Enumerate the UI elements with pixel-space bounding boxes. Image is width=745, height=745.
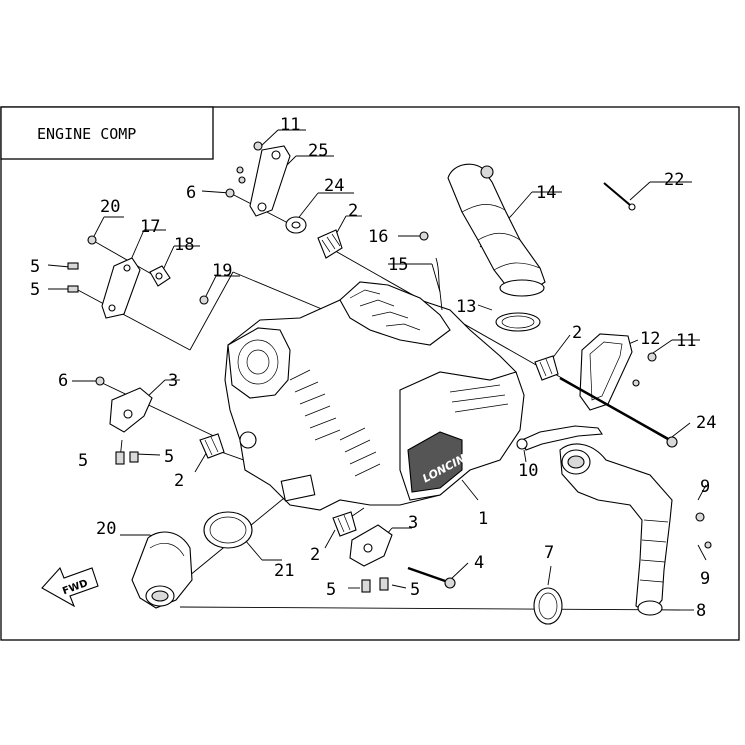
callout-labels: 11 25 6 24 2 16 14 22 20 17 18 5 5 19 15… [30, 115, 716, 621]
washer-24 [285, 216, 307, 234]
callout-3: 3 [168, 371, 178, 391]
callout-5: 5 [164, 447, 174, 467]
cover-12 [579, 333, 633, 411]
callout-11: 11 [280, 115, 300, 135]
callout-3: 3 [408, 513, 418, 533]
bracket-25 [249, 145, 291, 217]
diagram-frame [0, 106, 740, 641]
callout-24: 24 [696, 413, 716, 433]
nut-20a [87, 235, 97, 245]
duct-8 [559, 443, 673, 616]
callout-20: 20 [100, 197, 120, 217]
callout-22: 22 [664, 170, 684, 190]
callout-2: 2 [174, 471, 184, 491]
nut-19 [199, 295, 209, 305]
callout-10: 10 [518, 461, 538, 481]
callout-5: 5 [326, 580, 336, 600]
bracket-17 [101, 257, 141, 319]
bracket-3b [349, 524, 393, 567]
bolt-4 [407, 566, 456, 589]
title-box [0, 106, 214, 160]
callout-20: 20 [96, 519, 116, 539]
callout-5: 5 [30, 280, 40, 300]
main-engine: LONCIN [224, 281, 525, 511]
callout-25: 25 [308, 141, 328, 161]
hose-10 [516, 425, 603, 451]
callout-5: 5 [30, 257, 40, 277]
intake-tube-15 [435, 257, 443, 311]
mount-rubber-2a [317, 229, 343, 259]
bracket-3a [109, 387, 153, 433]
callout-11: 11 [676, 331, 696, 351]
callout-2: 2 [310, 545, 320, 565]
callout-5: 5 [410, 580, 420, 600]
callout-24: 24 [324, 176, 344, 196]
mount-rubber-2d [332, 511, 357, 537]
fwd-arrow: FWD [41, 566, 99, 608]
callout-17: 17 [140, 217, 160, 237]
clamp-7 [533, 587, 563, 625]
small-fasteners [67, 141, 712, 593]
callout-6: 6 [58, 371, 68, 391]
bushing-18 [149, 265, 171, 287]
callout-21: 21 [274, 561, 294, 581]
callout-19: 19 [212, 261, 232, 281]
callout-9: 9 [700, 477, 710, 497]
intake-duct-14 [447, 163, 546, 297]
callout-13: 13 [456, 297, 476, 317]
callout-6: 6 [186, 183, 196, 203]
callout-5: 5 [78, 451, 88, 471]
diagram-title: ENGINE COMP [37, 125, 136, 143]
callout-9: 9 [700, 569, 710, 589]
callout-16: 16 [368, 227, 388, 247]
bolt-22 [603, 182, 636, 211]
callout-8: 8 [696, 601, 706, 621]
duct-20b [131, 531, 193, 609]
long-bolt-24 [559, 376, 678, 448]
callout-12: 12 [640, 329, 660, 349]
callout-1: 1 [478, 509, 488, 529]
callout-7: 7 [544, 543, 554, 563]
callout-4: 4 [474, 553, 484, 573]
clamp-21 [203, 511, 253, 549]
mount-rubber-2c [199, 433, 225, 459]
clamp-13 [495, 312, 541, 332]
callout-18: 18 [174, 235, 194, 255]
callout-15: 15 [388, 255, 408, 275]
callout-2: 2 [572, 323, 582, 343]
callout-2: 2 [348, 201, 358, 221]
mount-rubber-2b [534, 355, 559, 381]
callout-14: 14 [536, 183, 556, 203]
